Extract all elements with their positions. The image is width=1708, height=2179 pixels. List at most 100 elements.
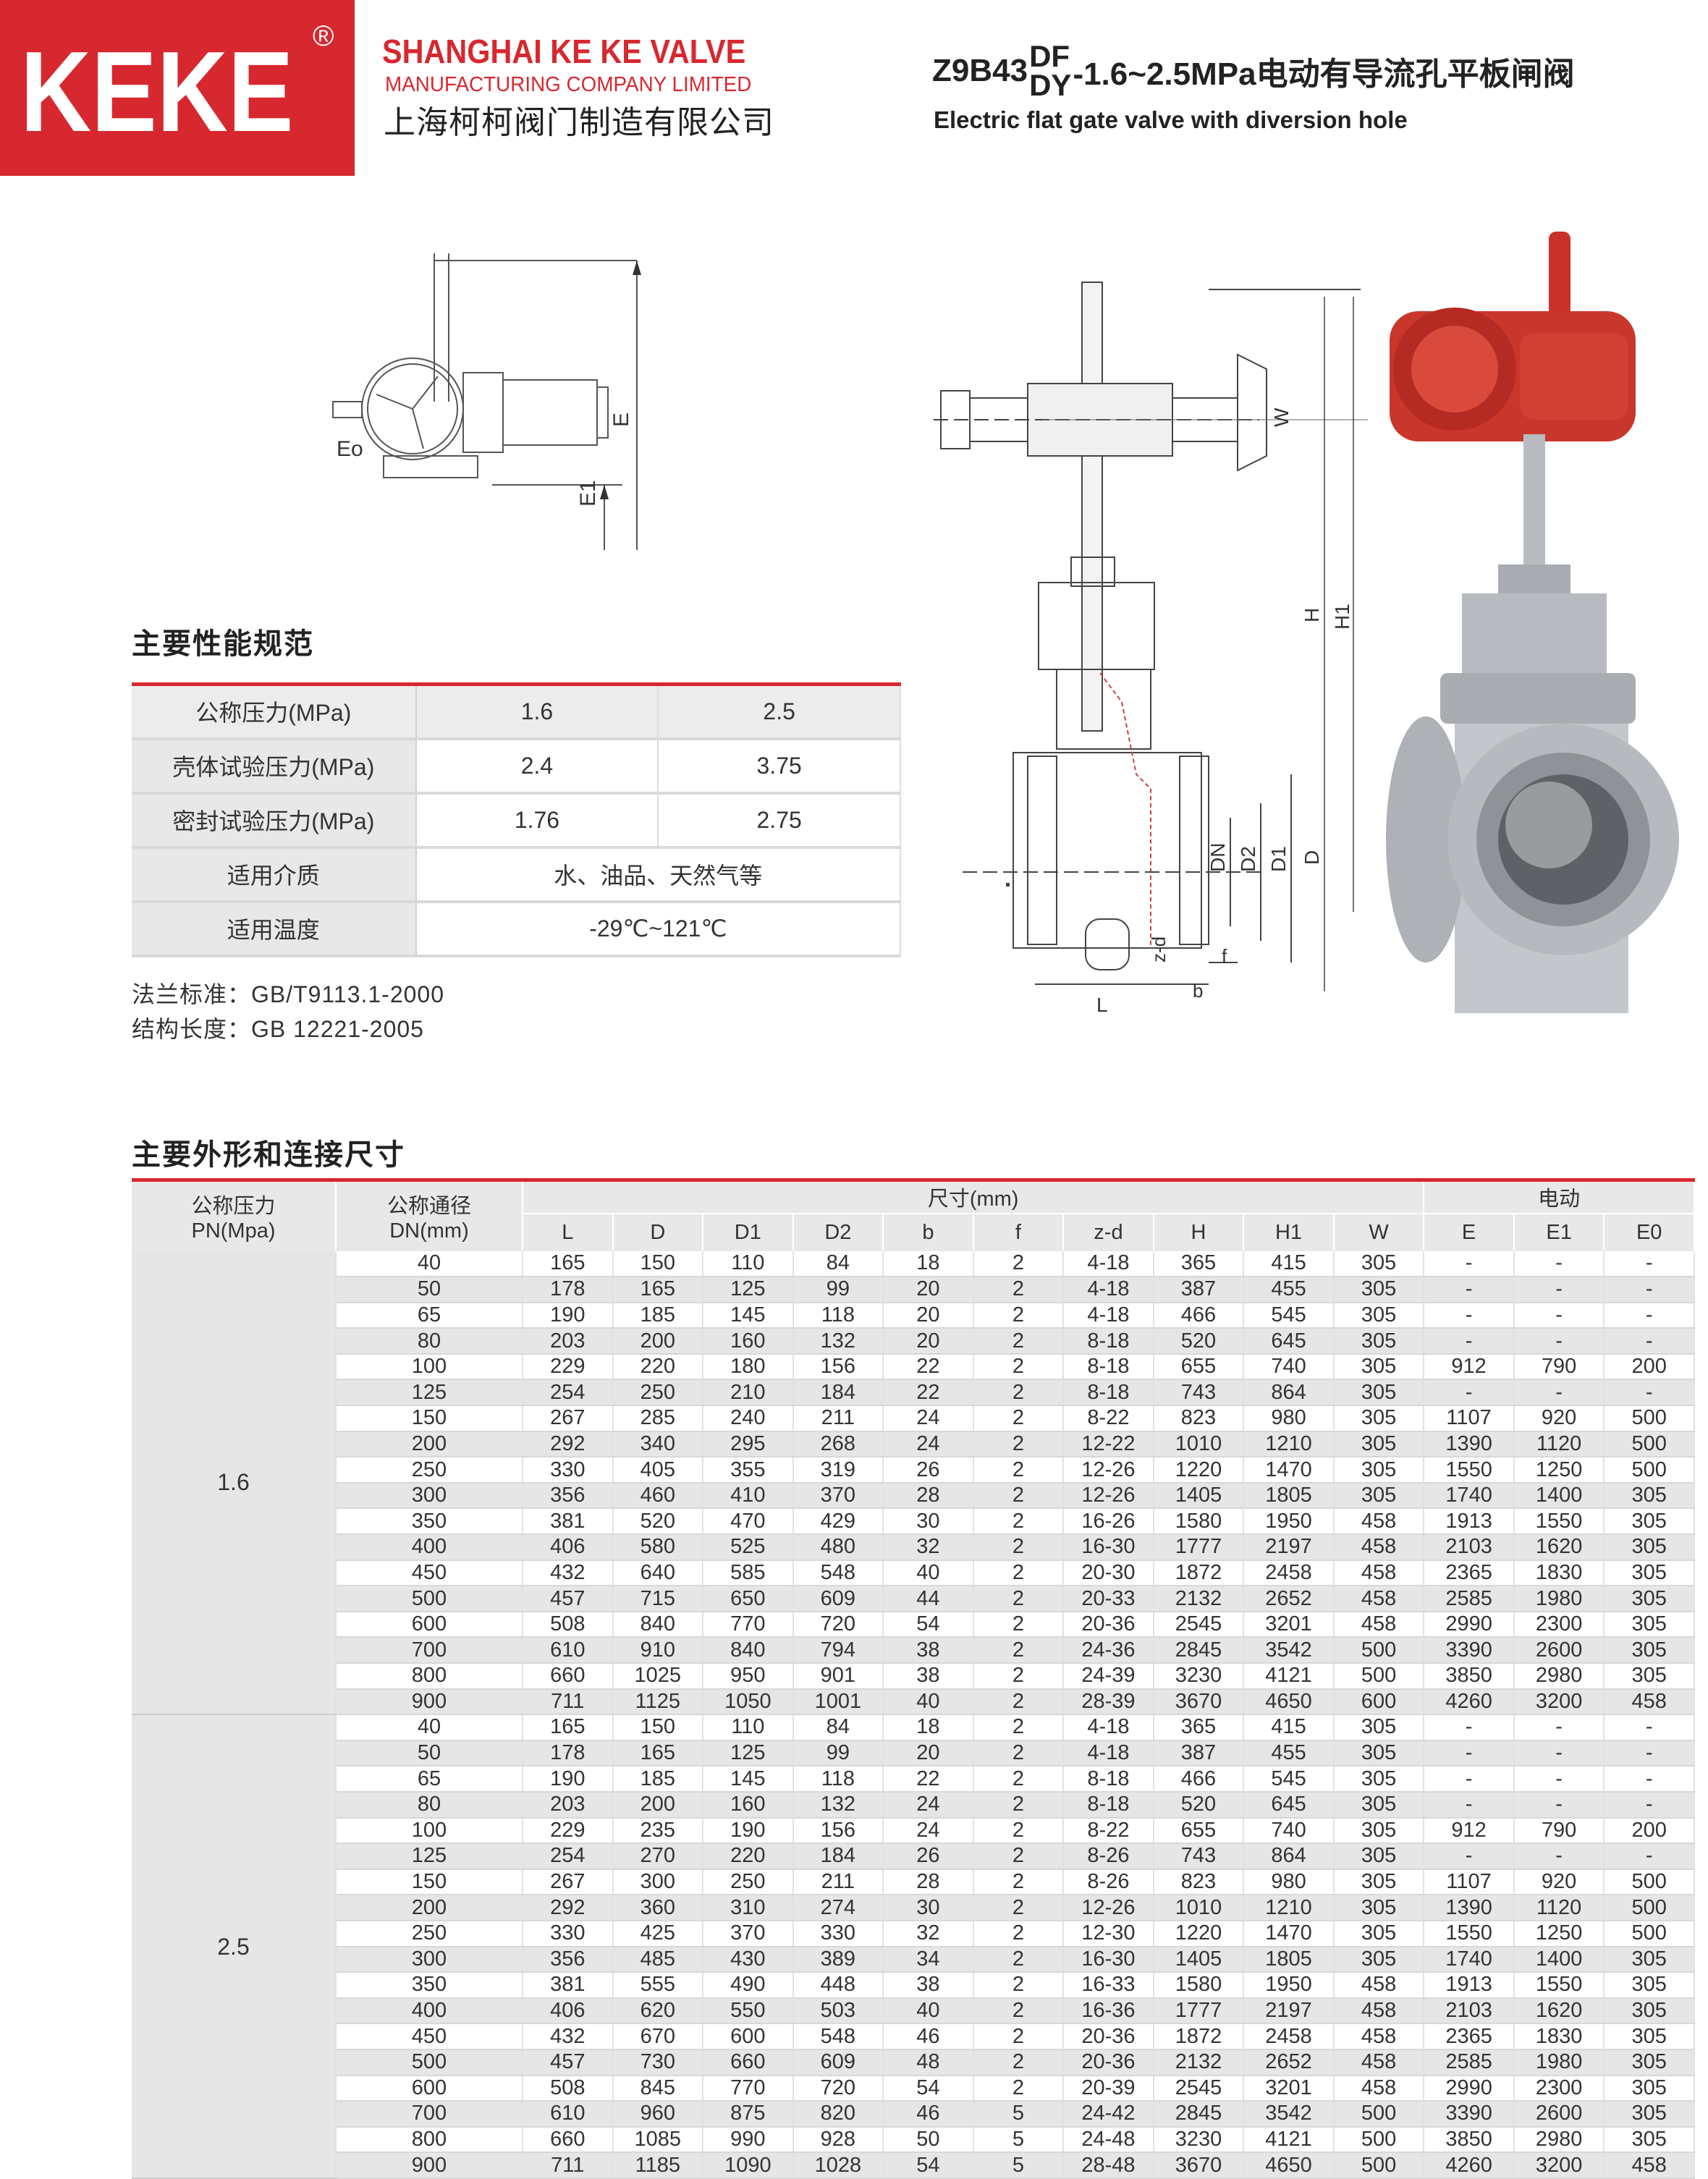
table-cell: -	[1513, 1843, 1605, 1870]
table-cell: 46	[883, 2101, 974, 2128]
table-cell: 432	[523, 2023, 614, 2050]
table-cell: 4-18	[1063, 1277, 1154, 1303]
table-cell: 132	[792, 1328, 884, 1355]
table-cell: 381	[523, 1508, 614, 1536]
table-cell: 40	[883, 1997, 974, 2025]
pn-cell: 2.5	[132, 1714, 337, 2179]
group-header-size: 尺寸(mm)	[523, 1180, 1425, 1214]
table-cell: 550	[703, 1997, 794, 2025]
table-cell: 485	[612, 1946, 704, 1973]
table-cell: 711	[523, 1688, 614, 1716]
table-cell: 450	[336, 2023, 523, 2050]
table-cell: 450	[336, 1560, 523, 1587]
table-cell: 1390	[1424, 1431, 1515, 1458]
table-cell: -	[1513, 1714, 1605, 1741]
table-cell: 3201	[1243, 1611, 1335, 1638]
table-cell: 305	[1333, 1379, 1425, 1407]
table-cell: 650	[703, 1586, 794, 1612]
table-cell: 3390	[1424, 1637, 1515, 1664]
table-cell: 305	[1604, 1586, 1695, 1612]
table-cell: -	[1604, 1251, 1695, 1278]
table-cell: 38	[883, 1663, 974, 1690]
table-cell: 500	[1333, 1663, 1425, 1690]
table-cell: -	[1604, 1328, 1695, 1355]
table-cell: 305	[1333, 1482, 1425, 1510]
table-cell: 2	[973, 1740, 1065, 1767]
table-cell: 190	[523, 1766, 614, 1793]
table-cell: 4650	[1243, 2152, 1335, 2179]
table-cell: 1220	[1153, 1457, 1245, 1484]
table-cell: 250	[703, 1869, 794, 1896]
table-cell: 305	[1333, 1457, 1425, 1484]
table-cell: 145	[703, 1302, 794, 1329]
table-cell: 655	[1153, 1353, 1245, 1381]
table-cell: 2	[973, 1895, 1065, 1921]
table-cell: 54	[883, 1611, 974, 1638]
table-cell: 466	[1153, 1766, 1245, 1793]
group-header-electric: 电动	[1424, 1180, 1695, 1214]
table-cell: 4260	[1424, 1688, 1515, 1716]
table-cell: 458	[1333, 1997, 1425, 2025]
table-cell: 16-26	[1063, 1508, 1154, 1536]
spec-value: 1.76	[415, 792, 659, 849]
table-cell: 350	[336, 1972, 523, 1999]
table-cell: 545	[1243, 1766, 1335, 1793]
dn-header-line1: 公称通径	[386, 1195, 471, 1219]
table-cell: 203	[523, 1328, 614, 1355]
table-cell: 458	[1604, 1688, 1695, 1716]
table-cell: 864	[1243, 1379, 1335, 1407]
table-cell: 1550	[1513, 1508, 1605, 1536]
table-cell: 24-48	[1063, 2126, 1154, 2154]
table-cell: 20	[883, 1740, 974, 1767]
table-cell: 229	[523, 1353, 614, 1381]
spec-row: 密封试验压力(MPa) 1.76 2.75	[132, 792, 901, 849]
table-cell: 1980	[1513, 2049, 1605, 2076]
label-d: D	[1301, 850, 1323, 865]
table-cell: 458	[1333, 1586, 1425, 1612]
table-cell: 2	[973, 1611, 1065, 1638]
table-cell: 235	[612, 1817, 704, 1845]
table-cell: 620	[612, 1997, 704, 2025]
table-cell: 1580	[1153, 1508, 1245, 1536]
table-cell: 156	[792, 1817, 884, 1845]
table-cell: 200	[612, 1791, 704, 1819]
table-cell: 34	[883, 1946, 974, 1973]
table-cell: 1405	[1153, 1946, 1245, 1973]
table-cell: 500	[1604, 1431, 1695, 1458]
table-cell: 2585	[1424, 1586, 1515, 1612]
table-cell: 28-39	[1063, 1688, 1154, 1716]
table-cell: 500	[1333, 2152, 1425, 2179]
table-cell: 455	[1243, 1740, 1335, 1767]
table-cell: 2300	[1513, 1611, 1605, 1638]
table-cell: 99	[792, 1277, 884, 1303]
table-cell: 20-33	[1063, 1586, 1154, 1612]
table-cell: 84	[792, 1714, 884, 1741]
table-cell: 20-39	[1063, 2075, 1154, 2102]
table-cell: 1740	[1424, 1946, 1515, 1973]
table-cell: 305	[1333, 1920, 1425, 1947]
label-h: H	[1301, 608, 1323, 622]
table-cell: 609	[792, 1586, 884, 1612]
table-cell: 210	[703, 1379, 794, 1407]
title-sup: DF	[1029, 39, 1070, 73]
spec-label: 适用介质	[132, 847, 417, 903]
table-cell: 330	[792, 1920, 884, 1947]
company-name-en-2: MANUFACTURING COMPANY LIMITED	[385, 73, 752, 96]
table-cell: 8-22	[1063, 1817, 1154, 1845]
table-cell: 8-26	[1063, 1869, 1154, 1896]
actuator-drawing: Eo E1 E	[332, 253, 641, 550]
col-header-e: E	[1424, 1212, 1515, 1251]
valve-product-photo	[1386, 232, 1679, 1013]
title-sub: DY	[1029, 67, 1072, 102]
col-header-h1: H1	[1243, 1212, 1335, 1251]
table-cell: -	[1604, 1277, 1695, 1303]
table-cell: 24	[883, 1791, 974, 1819]
